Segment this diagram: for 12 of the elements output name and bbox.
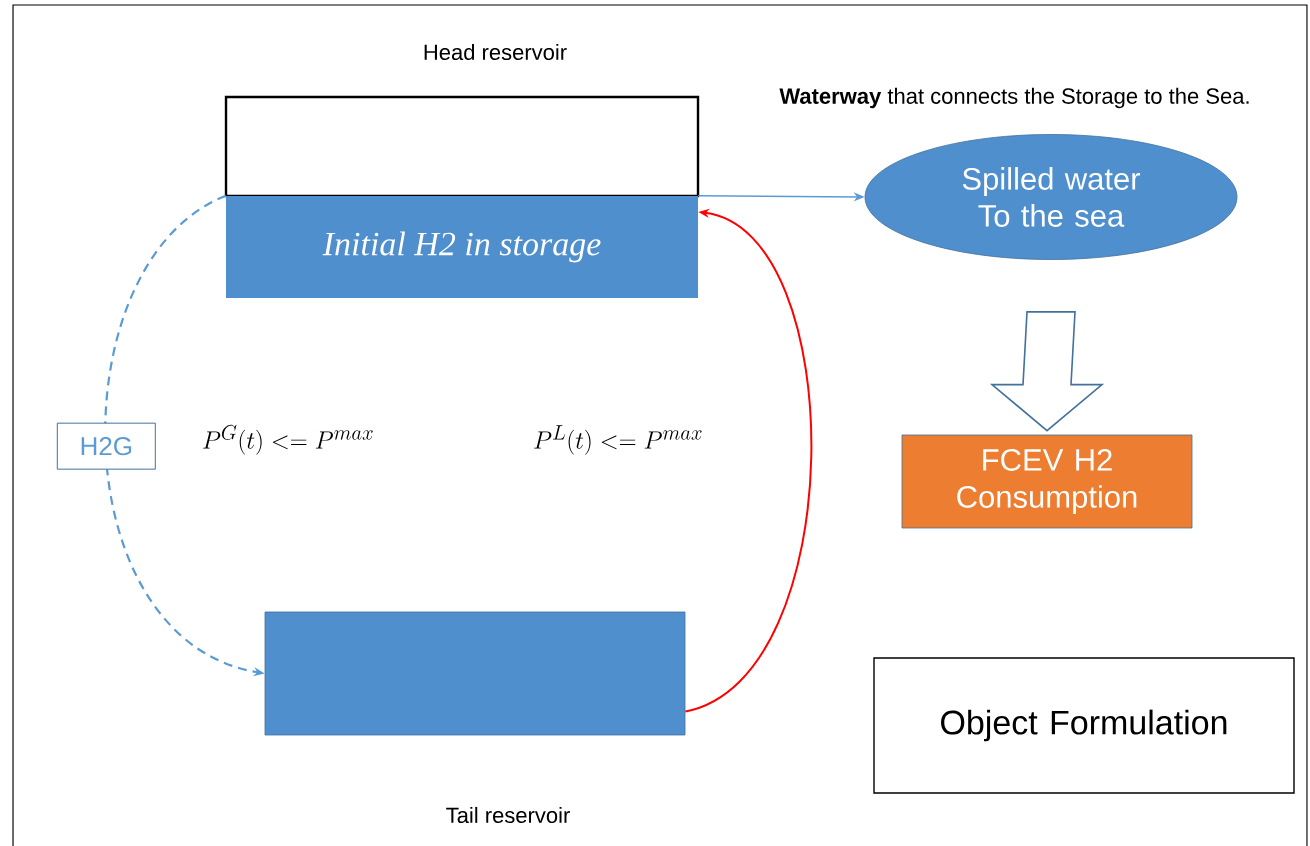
title-box: Object Formulation	[873, 657, 1295, 794]
constraint-formula: $P^{G}(t) <= P^{max}$	[203, 424, 373, 455]
note-text: Waterway that connects the Storage to the Sea.	[779, 87, 1249, 109]
reservoir-box: Tail reservoir	[264, 611, 686, 824]
storage-box: Initial H2 in storage	[226, 196, 698, 298]
node-label: Tail reservoir	[446, 806, 570, 824]
edge-label: H2G	[56, 422, 156, 470]
block-arrow	[989, 311, 1105, 432]
consumption-box: FCEV H2 Consumption	[901, 434, 1193, 529]
node-label: Head reservoir	[424, 43, 567, 61]
reservoir-box: Head reservoir	[224, 43, 700, 198]
constraint-formula: $P^{L}(t) <= P^{max}$	[534, 425, 702, 455]
